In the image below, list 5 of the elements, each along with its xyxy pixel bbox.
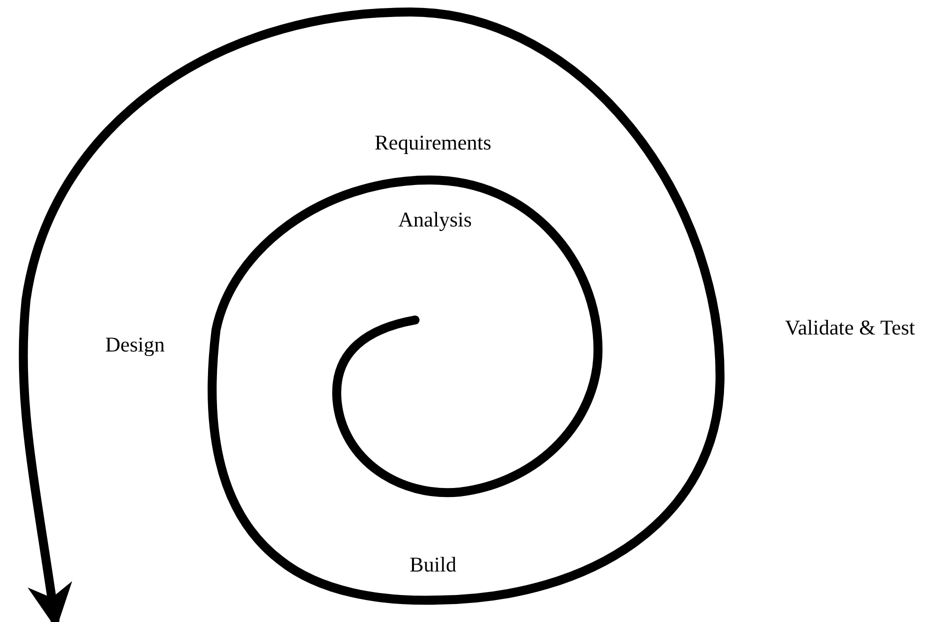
stage-label: Requirements xyxy=(374,130,492,156)
stage-label: Design xyxy=(105,332,165,358)
stage-label: Validate & Test xyxy=(785,316,915,340)
stage-label: Build xyxy=(410,552,456,578)
stage-label: Analysis xyxy=(398,208,472,232)
